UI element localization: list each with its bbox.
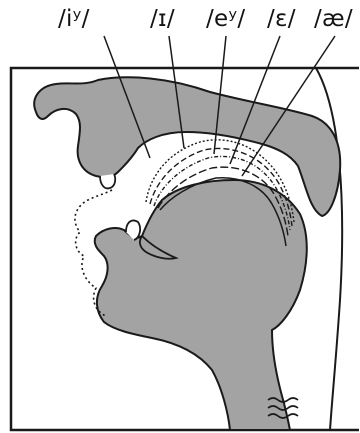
tongue-and-jaw xyxy=(95,180,307,430)
upper-teeth xyxy=(100,174,115,188)
